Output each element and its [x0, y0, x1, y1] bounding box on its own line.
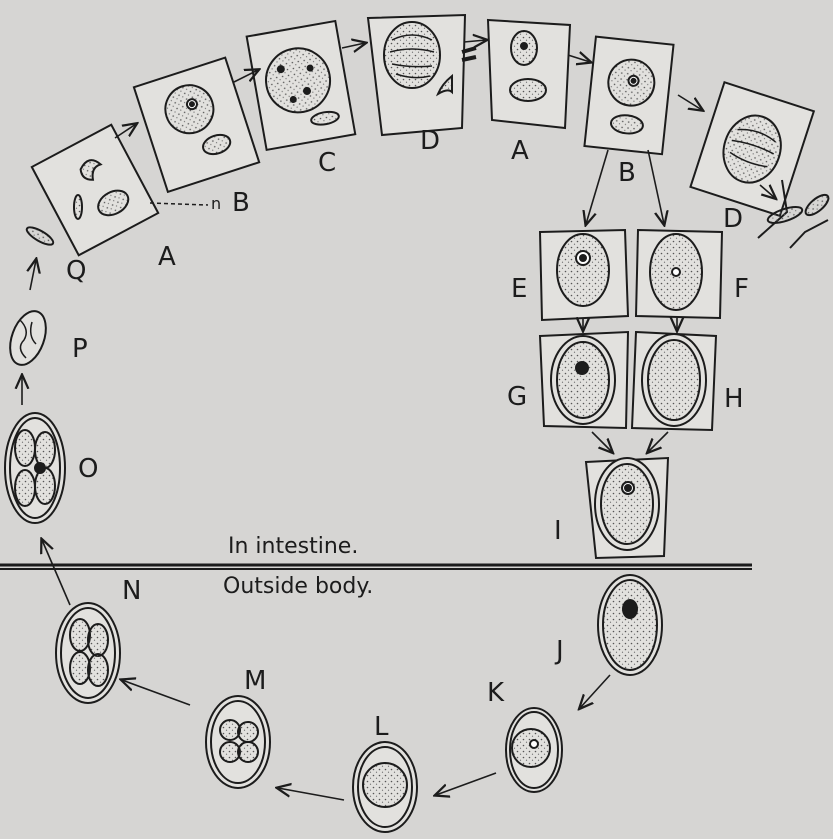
- sporozoite-entering: [74, 195, 82, 219]
- cell-d1: [368, 15, 476, 135]
- label-o: O: [78, 456, 98, 482]
- cell-b2: [584, 37, 673, 155]
- label-b1: B: [232, 190, 250, 216]
- label-m: M: [244, 668, 266, 694]
- label-n2: N: [122, 578, 141, 604]
- cell-e: [540, 230, 628, 320]
- cell-d2: [690, 82, 813, 216]
- oocyst-n: [56, 603, 120, 703]
- label-b2: B: [618, 160, 636, 186]
- oocyst-m: [206, 696, 270, 788]
- cell-a1: [32, 125, 158, 256]
- label-j: J: [556, 638, 564, 664]
- nucleus-pointer: [150, 203, 208, 205]
- label-a2: A: [511, 138, 529, 164]
- label-d1: D: [420, 128, 440, 154]
- cell-b1: [134, 58, 259, 192]
- label-p: P: [72, 336, 88, 362]
- label-c1: C: [318, 150, 336, 176]
- sporozoite-q: [25, 224, 56, 248]
- label-i: I: [554, 518, 562, 544]
- cell-i: [586, 458, 668, 558]
- label-l: L: [374, 714, 389, 740]
- caption-outside-body: Outside body.: [223, 576, 373, 598]
- cell-h: [632, 332, 716, 430]
- cell-c1: [247, 21, 356, 150]
- label-g: G: [507, 384, 527, 410]
- oocyst-j: [598, 575, 662, 675]
- label-q: Q: [66, 258, 86, 284]
- oocyst-l: [353, 742, 417, 832]
- sporocyst-p: [3, 306, 52, 370]
- label-h: H: [724, 386, 744, 412]
- oocyst-k: [506, 708, 562, 792]
- label-k: K: [487, 680, 504, 706]
- cell-f: [636, 230, 722, 318]
- oocyst-o: [5, 413, 65, 523]
- label-a1: A: [158, 244, 176, 270]
- label-n: n: [211, 196, 221, 212]
- label-e: E: [511, 276, 527, 302]
- cell-a2: [488, 20, 570, 128]
- cell-g: [540, 332, 628, 428]
- label-d2: D: [723, 206, 743, 232]
- caption-in-intestine: In intestine.: [228, 536, 358, 558]
- label-f: F: [734, 276, 749, 302]
